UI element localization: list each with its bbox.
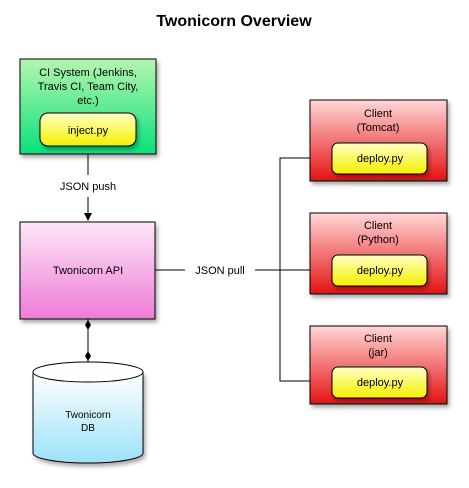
client-tomcat-label-1: Client xyxy=(364,108,392,120)
deploy-py-box-python xyxy=(331,254,428,287)
deploy-py-label-jar: deploy.py xyxy=(357,377,404,389)
db-node: Twonicorn DB xyxy=(32,361,144,464)
client-jar-label-2: (jar) xyxy=(368,347,388,359)
json-pull-edge: JSON pull xyxy=(155,154,331,385)
client-python-label-1: Client xyxy=(364,220,392,232)
json-push-edge: JSON push xyxy=(52,154,124,221)
client-jar-label-1: Client xyxy=(364,333,392,345)
db-label-1: Twonicorn xyxy=(65,410,111,421)
ci-system-label-3: etc.) xyxy=(77,95,98,107)
api-db-connector xyxy=(85,319,91,362)
db-label-2: DB xyxy=(81,423,95,434)
client-jar-node: Client (jar) deploy.py xyxy=(309,325,448,405)
client-tomcat-label-2: (Tomcat) xyxy=(357,122,400,134)
client-python-node: Client (Python) deploy.py xyxy=(309,212,448,295)
deploy-py-label-tomcat: deploy.py xyxy=(357,153,404,165)
deploy-py-box-jar xyxy=(331,366,428,399)
inject-py-box xyxy=(39,112,137,147)
inject-py-label: inject.py xyxy=(68,125,109,137)
api-label: Twonicorn API xyxy=(53,265,123,277)
deploy-py-label-python: deploy.py xyxy=(357,265,404,277)
client-tomcat-node: Client (Tomcat) deploy.py xyxy=(309,99,448,182)
ci-system-label-1: CI System (Jenkins, xyxy=(39,67,137,79)
api-node: Twonicorn API xyxy=(19,221,156,320)
api-diamond xyxy=(85,320,91,330)
json-push-label: JSON push xyxy=(60,181,116,193)
client-python-label-2: (Python) xyxy=(357,234,399,246)
diagram-title: Twonicorn Overview xyxy=(156,13,312,30)
json-pull-label: JSON pull xyxy=(195,265,245,277)
push-arrowhead xyxy=(84,213,92,221)
ci-system-node: CI System (Jenkins, Travis CI, Team City… xyxy=(19,58,157,155)
deploy-py-box-tomcat xyxy=(331,142,428,175)
db-diamond xyxy=(85,351,91,361)
ci-system-label-2: Travis CI, Team City, xyxy=(38,81,139,93)
